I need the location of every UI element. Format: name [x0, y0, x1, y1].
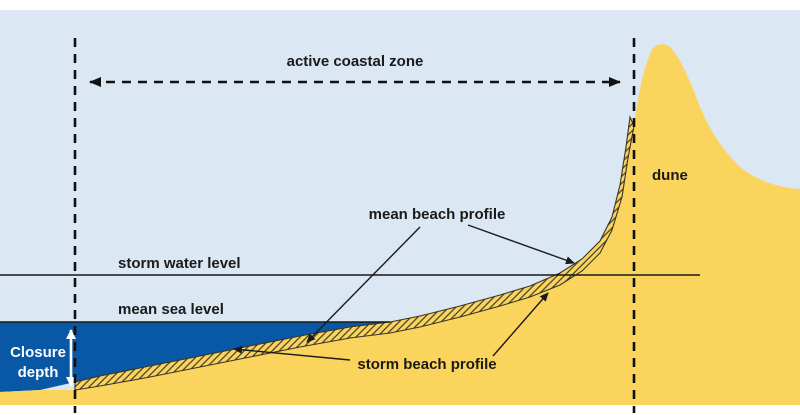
dune-label: dune: [652, 167, 688, 184]
mean-sea-level-label: mean sea level: [118, 301, 224, 318]
sand-region: [0, 44, 800, 405]
mean-beach-profile-label: mean beach profile: [369, 206, 506, 223]
closure-depth-label-line2: depth: [18, 364, 59, 381]
storm-beach-profile-arrow-left: [233, 345, 351, 361]
storm-beach-profile-arrow-right: [492, 292, 549, 357]
storm-beach-profile-label: storm beach profile: [357, 356, 496, 373]
active-coastal-zone-label: active coastal zone: [287, 53, 424, 70]
mean-beach-profile-arrow-left: [306, 226, 421, 343]
storm-water-level-label: storm water level: [118, 255, 241, 272]
closure-depth-label-line1: Closure: [10, 344, 66, 361]
mean-beach-profile-arrow-right: [467, 224, 575, 265]
